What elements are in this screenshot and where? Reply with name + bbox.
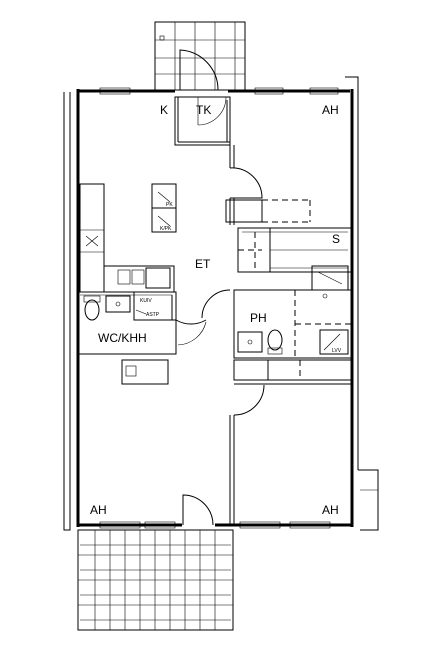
room-label-closet: TK xyxy=(196,103,211,117)
wardrobe-top-right xyxy=(225,199,311,223)
interior-walls xyxy=(77,96,352,525)
top-windows xyxy=(99,87,339,95)
interior-door-swings xyxy=(175,96,265,416)
laundry-appliances: KUIV ASTP xyxy=(133,291,177,321)
washer-label: KUIV xyxy=(140,298,152,304)
fridge-block: PK K/PK xyxy=(151,183,177,233)
water-heater xyxy=(319,329,349,355)
bathroom-toilet xyxy=(267,329,283,351)
bottom-windows xyxy=(99,521,331,529)
balcony-door-swing xyxy=(179,49,219,91)
fridge-label: PK xyxy=(166,202,173,208)
door-swing-bedroom-bottom xyxy=(233,384,265,416)
room-label-hall: ET xyxy=(195,257,211,271)
room-label-toilet: WC/KHH xyxy=(98,331,147,345)
wc-sink xyxy=(105,295,131,313)
bottom-balcony xyxy=(77,529,234,631)
water-heater-label: LVV xyxy=(332,348,342,354)
room-label-bedroom-bottom-left: AH xyxy=(90,503,107,517)
top-balcony xyxy=(154,21,246,91)
room-label-kitchen: K xyxy=(160,103,168,117)
dishwasher-label: ASTP xyxy=(146,312,160,318)
bathroom-sink xyxy=(237,331,263,353)
room-label-bedroom-bottom-right: AH xyxy=(322,503,339,517)
storage xyxy=(237,227,353,273)
toilet xyxy=(84,299,100,321)
door-swing-bathroom xyxy=(201,289,231,319)
table xyxy=(121,359,169,385)
bathroom: LVV xyxy=(233,265,353,359)
kitchen-counter xyxy=(79,183,175,293)
kitchen-sink xyxy=(117,269,131,285)
outer-building-lines xyxy=(63,76,379,531)
door-swing-bedroom-top xyxy=(229,167,263,199)
door-swing-wc xyxy=(175,319,207,325)
fridge-freezer-label: K/PK xyxy=(160,226,172,232)
room-label-bedroom-top-right: AH xyxy=(322,103,339,117)
bottom-balcony-door-swing xyxy=(182,494,214,526)
room-label-bathroom: PH xyxy=(250,311,267,325)
wc-fixtures xyxy=(83,295,131,321)
washer xyxy=(311,265,349,291)
wardrobe-bottom-right xyxy=(233,359,353,381)
exterior-walls xyxy=(76,89,354,527)
room-label-storage: S xyxy=(332,232,340,246)
